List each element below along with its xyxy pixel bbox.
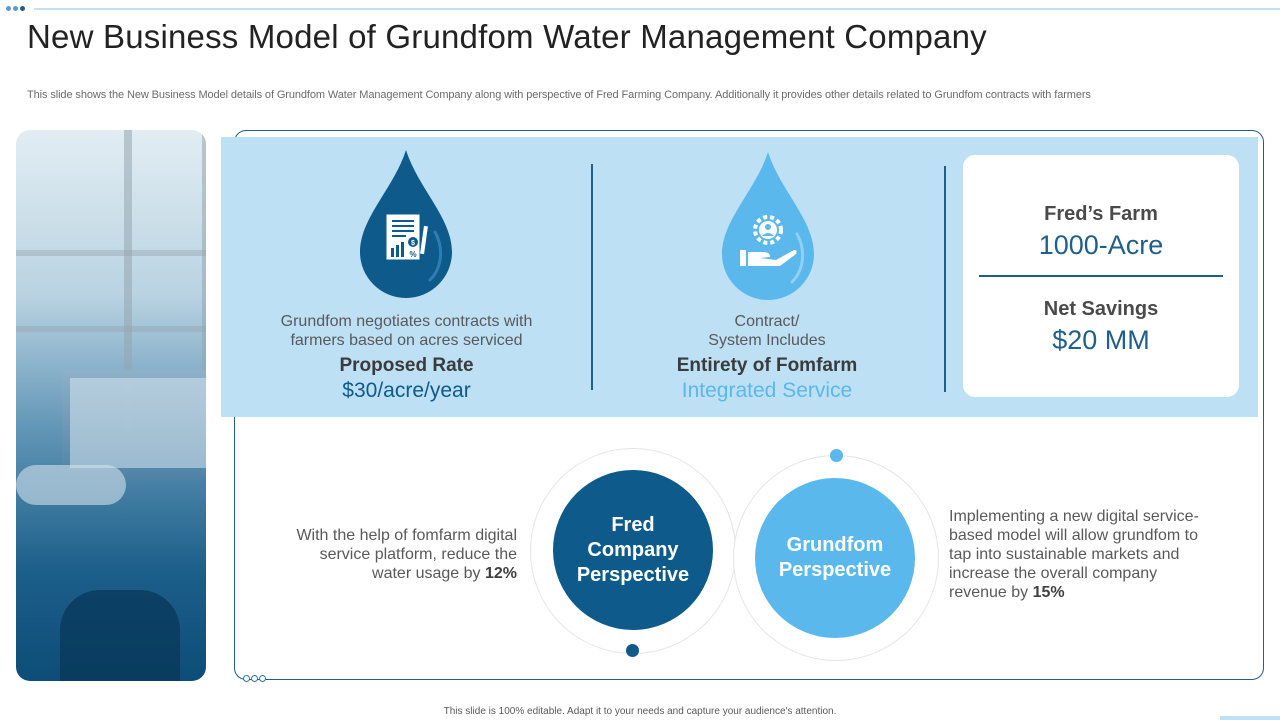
fred-line-3: Perspective: [576, 563, 690, 586]
corner-dots: [6, 6, 25, 11]
fred-line-1: Fred: [611, 513, 655, 536]
farm-size-value: 1000-Acre: [1038, 230, 1164, 260]
slide-subtitle: This slide shows the New Business Model …: [27, 89, 1091, 101]
farm-label: Fred’s Farm: [1044, 203, 1158, 225]
column-divider-1: [591, 164, 593, 390]
proposed-rate-value: $30/acre/year: [342, 379, 471, 402]
integrated-service-block: Contract/ System Includes Entirety of Fo…: [612, 312, 922, 403]
proposed-rate-desc-1: Grundfom negotiates contracts with: [280, 313, 533, 330]
fred-accent-dot: [626, 644, 639, 657]
proposed-rate-block: Grundfom negotiates contracts with farme…: [250, 312, 563, 403]
document-chart-icon: $ %: [360, 150, 452, 298]
footer-accent: [1220, 716, 1280, 720]
fred-perspective-circle: Fred Company Perspective: [553, 470, 713, 630]
column-divider-2: [944, 166, 946, 392]
integrated-service-desc-2: System Includes: [708, 332, 826, 349]
top-rule: [34, 8, 1280, 10]
office-photo: [16, 130, 206, 681]
grundfom-perspective-text: Implementing a new digital service- base…: [949, 508, 1199, 601]
grundfom-line-1: Grundfom: [786, 534, 884, 556]
fred-line-2: Company: [587, 538, 679, 561]
fred-perspective-text: With the help of fomfarm digital service…: [296, 527, 517, 582]
grundfom-accent-dot: [830, 449, 843, 462]
footer-note: This slide is 100% editable. Adapt it to…: [443, 706, 837, 717]
grundfom-line-2: Perspective: [778, 559, 892, 581]
proposed-rate-label: Proposed Rate: [339, 355, 474, 376]
integrated-service-desc-1: Contract/: [734, 313, 800, 330]
hand-gear-person-icon: [722, 152, 814, 300]
grundfom-perspective-circle: Grundfom Perspective: [755, 478, 915, 638]
slide-title: New Business Model of Grundfom Water Man…: [27, 18, 987, 55]
svg-text:%: %: [409, 250, 416, 259]
net-savings-label: Net Savings: [1043, 298, 1159, 320]
svg-text:$: $: [411, 240, 415, 247]
frame-dots: [243, 675, 266, 682]
farm-summary-card: Fred’s Farm 1000-Acre Net Savings $20 MM: [963, 155, 1239, 397]
card-separator: [979, 275, 1223, 277]
net-savings-value: $20 MM: [1052, 325, 1150, 355]
integrated-service-value: Integrated Service: [681, 379, 853, 402]
integrated-service-label: Entirety of Fomfarm: [676, 355, 858, 376]
proposed-rate-desc-2: farmers based on acres serviced: [290, 332, 523, 349]
